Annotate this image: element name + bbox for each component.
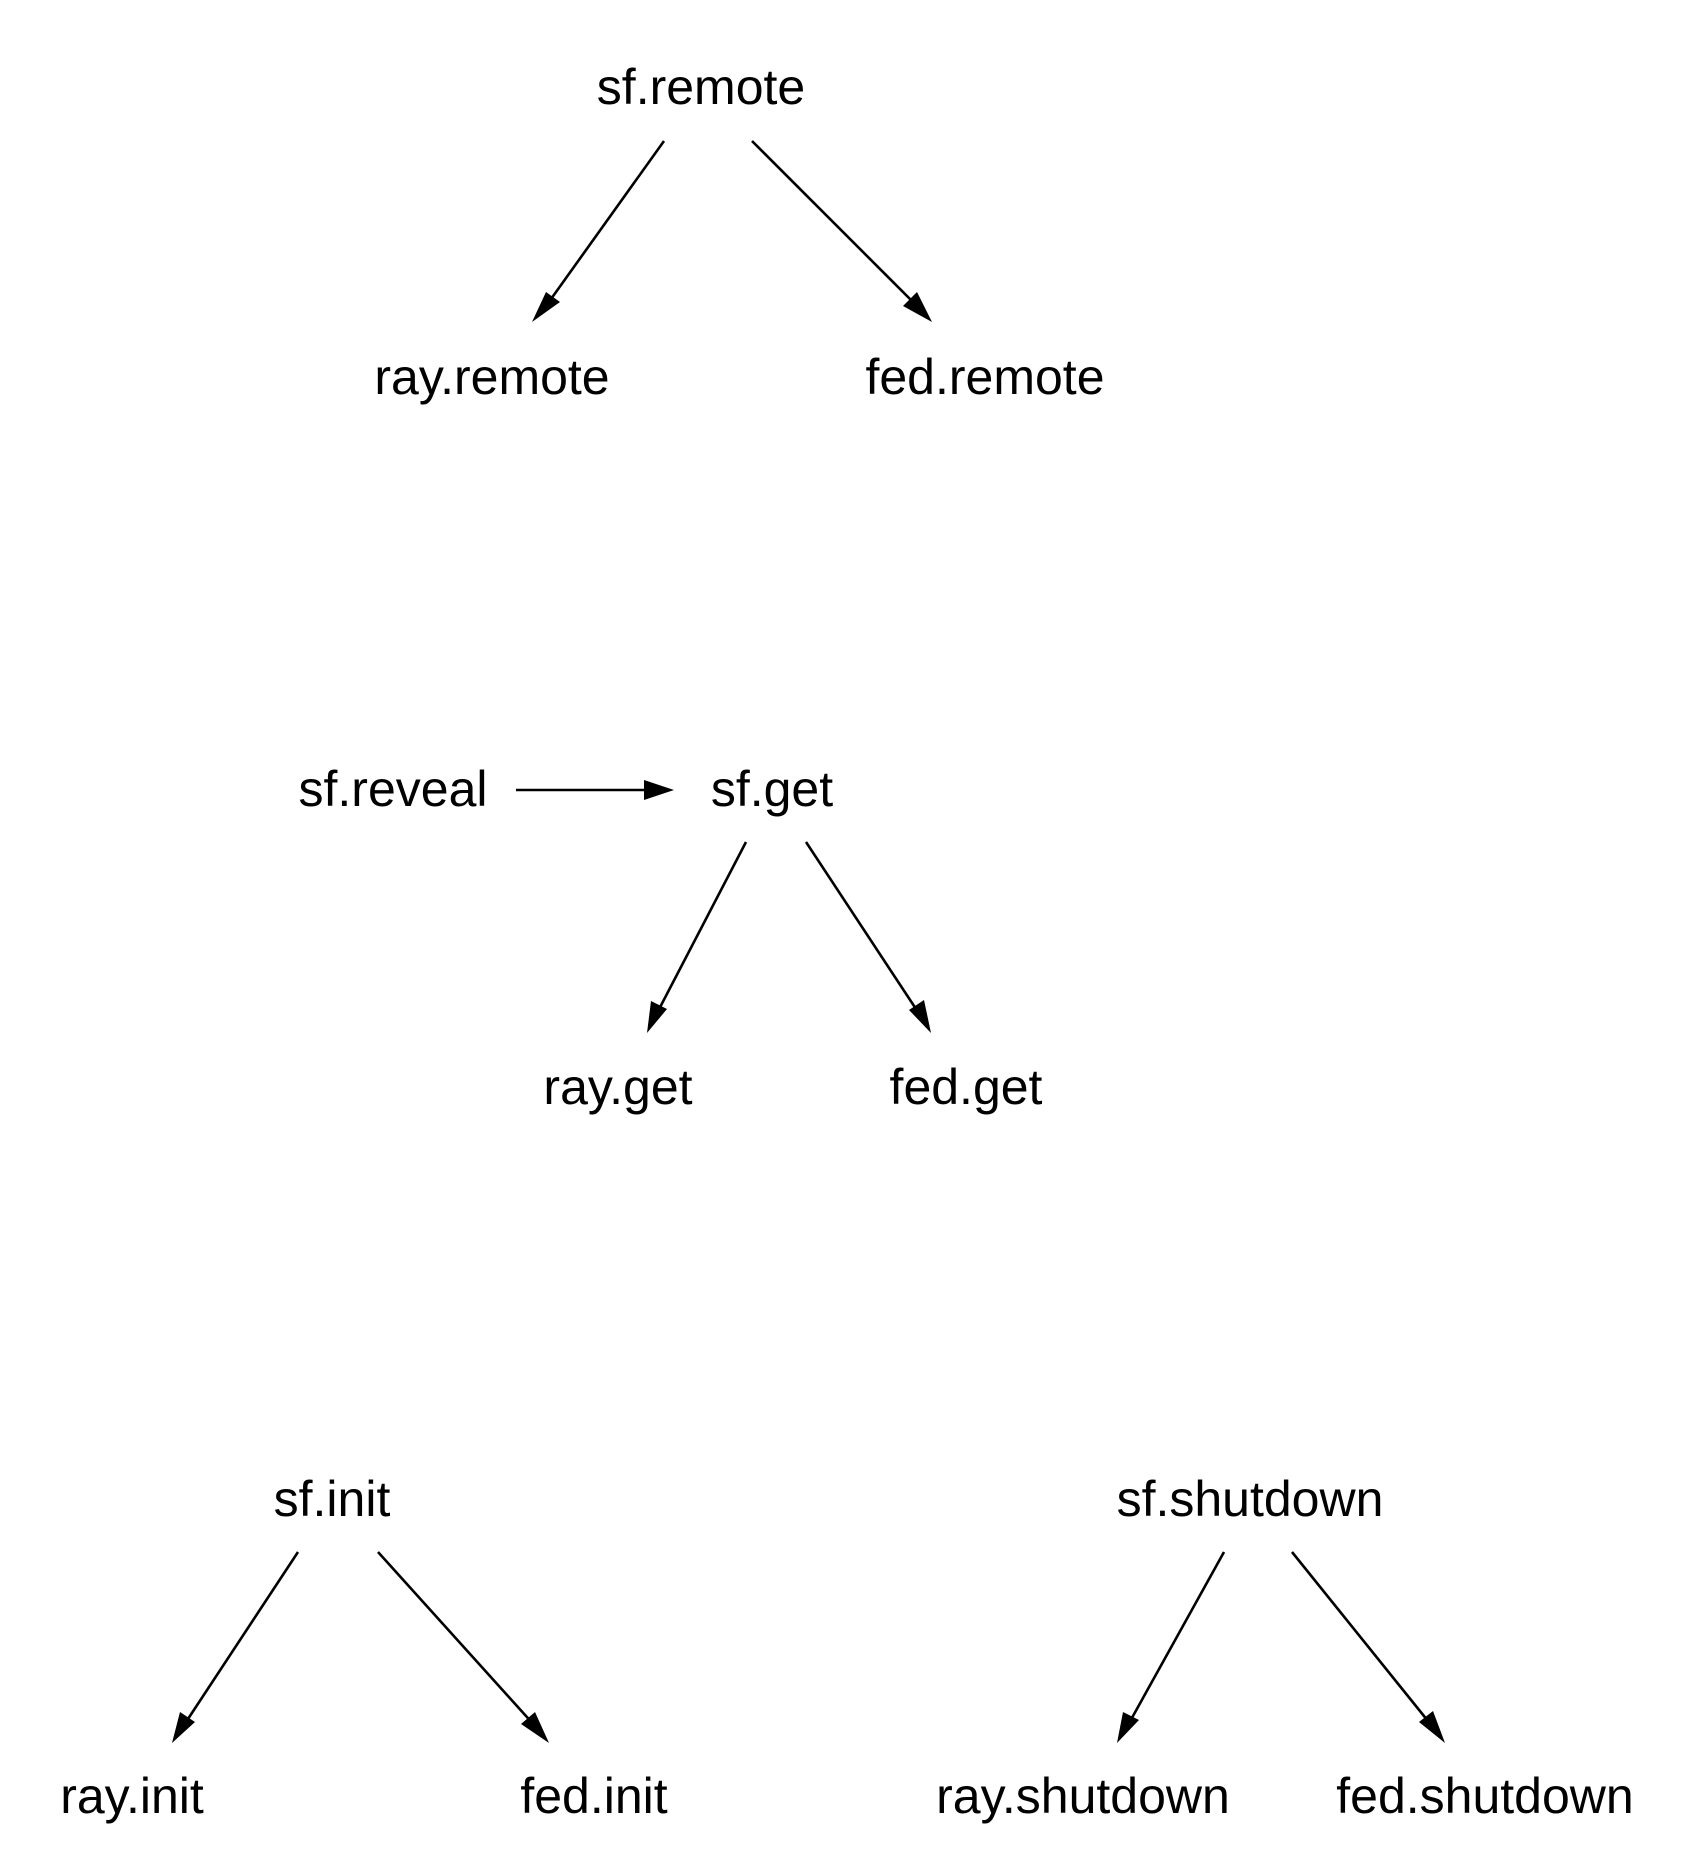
node-sf-shutdown: sf.shutdown — [1117, 1471, 1384, 1527]
edge-sf-remote-to-ray-remote — [532, 140, 666, 322]
edge-sf-get-to-ray-get — [647, 841, 748, 1033]
node-fed-get: fed.get — [890, 1059, 1043, 1115]
node-ray-get: ray.get — [543, 1059, 692, 1115]
node-fed-init: fed.init — [520, 1768, 667, 1824]
arrowhead — [903, 292, 932, 322]
edge-sf-shutdown-to-fed-shutdown — [1290, 1551, 1445, 1743]
nodes: sf.remote ray.remote fed.remote sf.revea… — [60, 59, 1634, 1824]
arrowhead — [521, 1712, 549, 1743]
node-sf-init: sf.init — [274, 1471, 391, 1527]
arrowhead — [1117, 1712, 1139, 1743]
edge-sf-shutdown-to-ray-shutdown — [1117, 1551, 1226, 1743]
arrowhead — [1419, 1711, 1445, 1743]
edges — [172, 140, 1445, 1743]
node-sf-reveal: sf.reveal — [299, 761, 488, 817]
arrowhead — [647, 1001, 667, 1033]
edge-sf-init-to-ray-init — [172, 1551, 300, 1743]
node-ray-shutdown: ray.shutdown — [936, 1768, 1230, 1824]
arrowhead — [172, 1712, 195, 1743]
edge-sf-reveal-to-sf-get — [516, 780, 674, 800]
node-fed-remote: fed.remote — [865, 349, 1104, 405]
node-fed-shutdown: fed.shutdown — [1336, 1768, 1633, 1824]
edge-sf-get-to-fed-get — [804, 841, 931, 1033]
node-ray-remote: ray.remote — [374, 349, 609, 405]
node-sf-get: sf.get — [711, 761, 833, 817]
arrowhead — [909, 1000, 931, 1033]
arrowhead — [532, 292, 560, 322]
node-ray-init: ray.init — [60, 1768, 204, 1824]
edge-sf-remote-to-fed-remote — [751, 140, 932, 322]
node-sf-remote: sf.remote — [597, 59, 805, 115]
edge-sf-init-to-fed-init — [377, 1551, 549, 1743]
arrowhead — [644, 780, 674, 800]
